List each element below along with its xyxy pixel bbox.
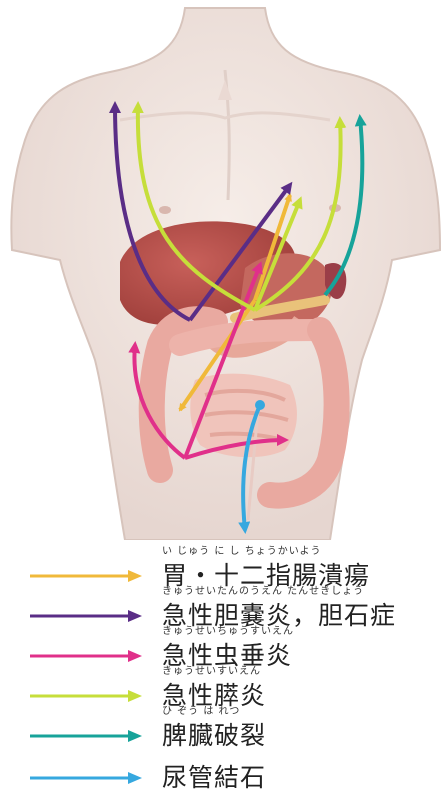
- left-nipple: [159, 206, 171, 214]
- legend-ruby-splenic-rupture: ひ ぞう は れつ: [162, 702, 240, 717]
- legend-arrow-yellow: [30, 568, 142, 584]
- legend-ruby-appendicitis: きゅうせいちゅうすいえん: [162, 622, 294, 637]
- torso-pain-referral-illustration: [0, 0, 448, 540]
- legend: い じゅう に し ちょうかいよう 胃・十二指腸潰瘍 きゅうせいたんのうえん た…: [0, 538, 448, 794]
- legend-arrow-blue: [30, 770, 142, 786]
- legend-arrow-lime: [30, 688, 142, 704]
- legend-ruby-ulcer: い じゅう に し ちょうかいよう: [162, 542, 322, 557]
- legend-arrow-teal: [30, 728, 142, 744]
- legend-label-ureteral-stone: 尿管結石: [162, 763, 266, 792]
- legend-ruby-pancreatitis: きゅうせいすいえん: [162, 662, 261, 677]
- legend-arrow-magenta: [30, 648, 142, 664]
- legend-ruby-cholecystitis: きゅうせいたんのうえん たんせきしょう: [162, 582, 364, 597]
- legend-label-splenic-rupture: 脾臓破裂: [162, 721, 266, 750]
- legend-arrow-purple: [30, 608, 142, 624]
